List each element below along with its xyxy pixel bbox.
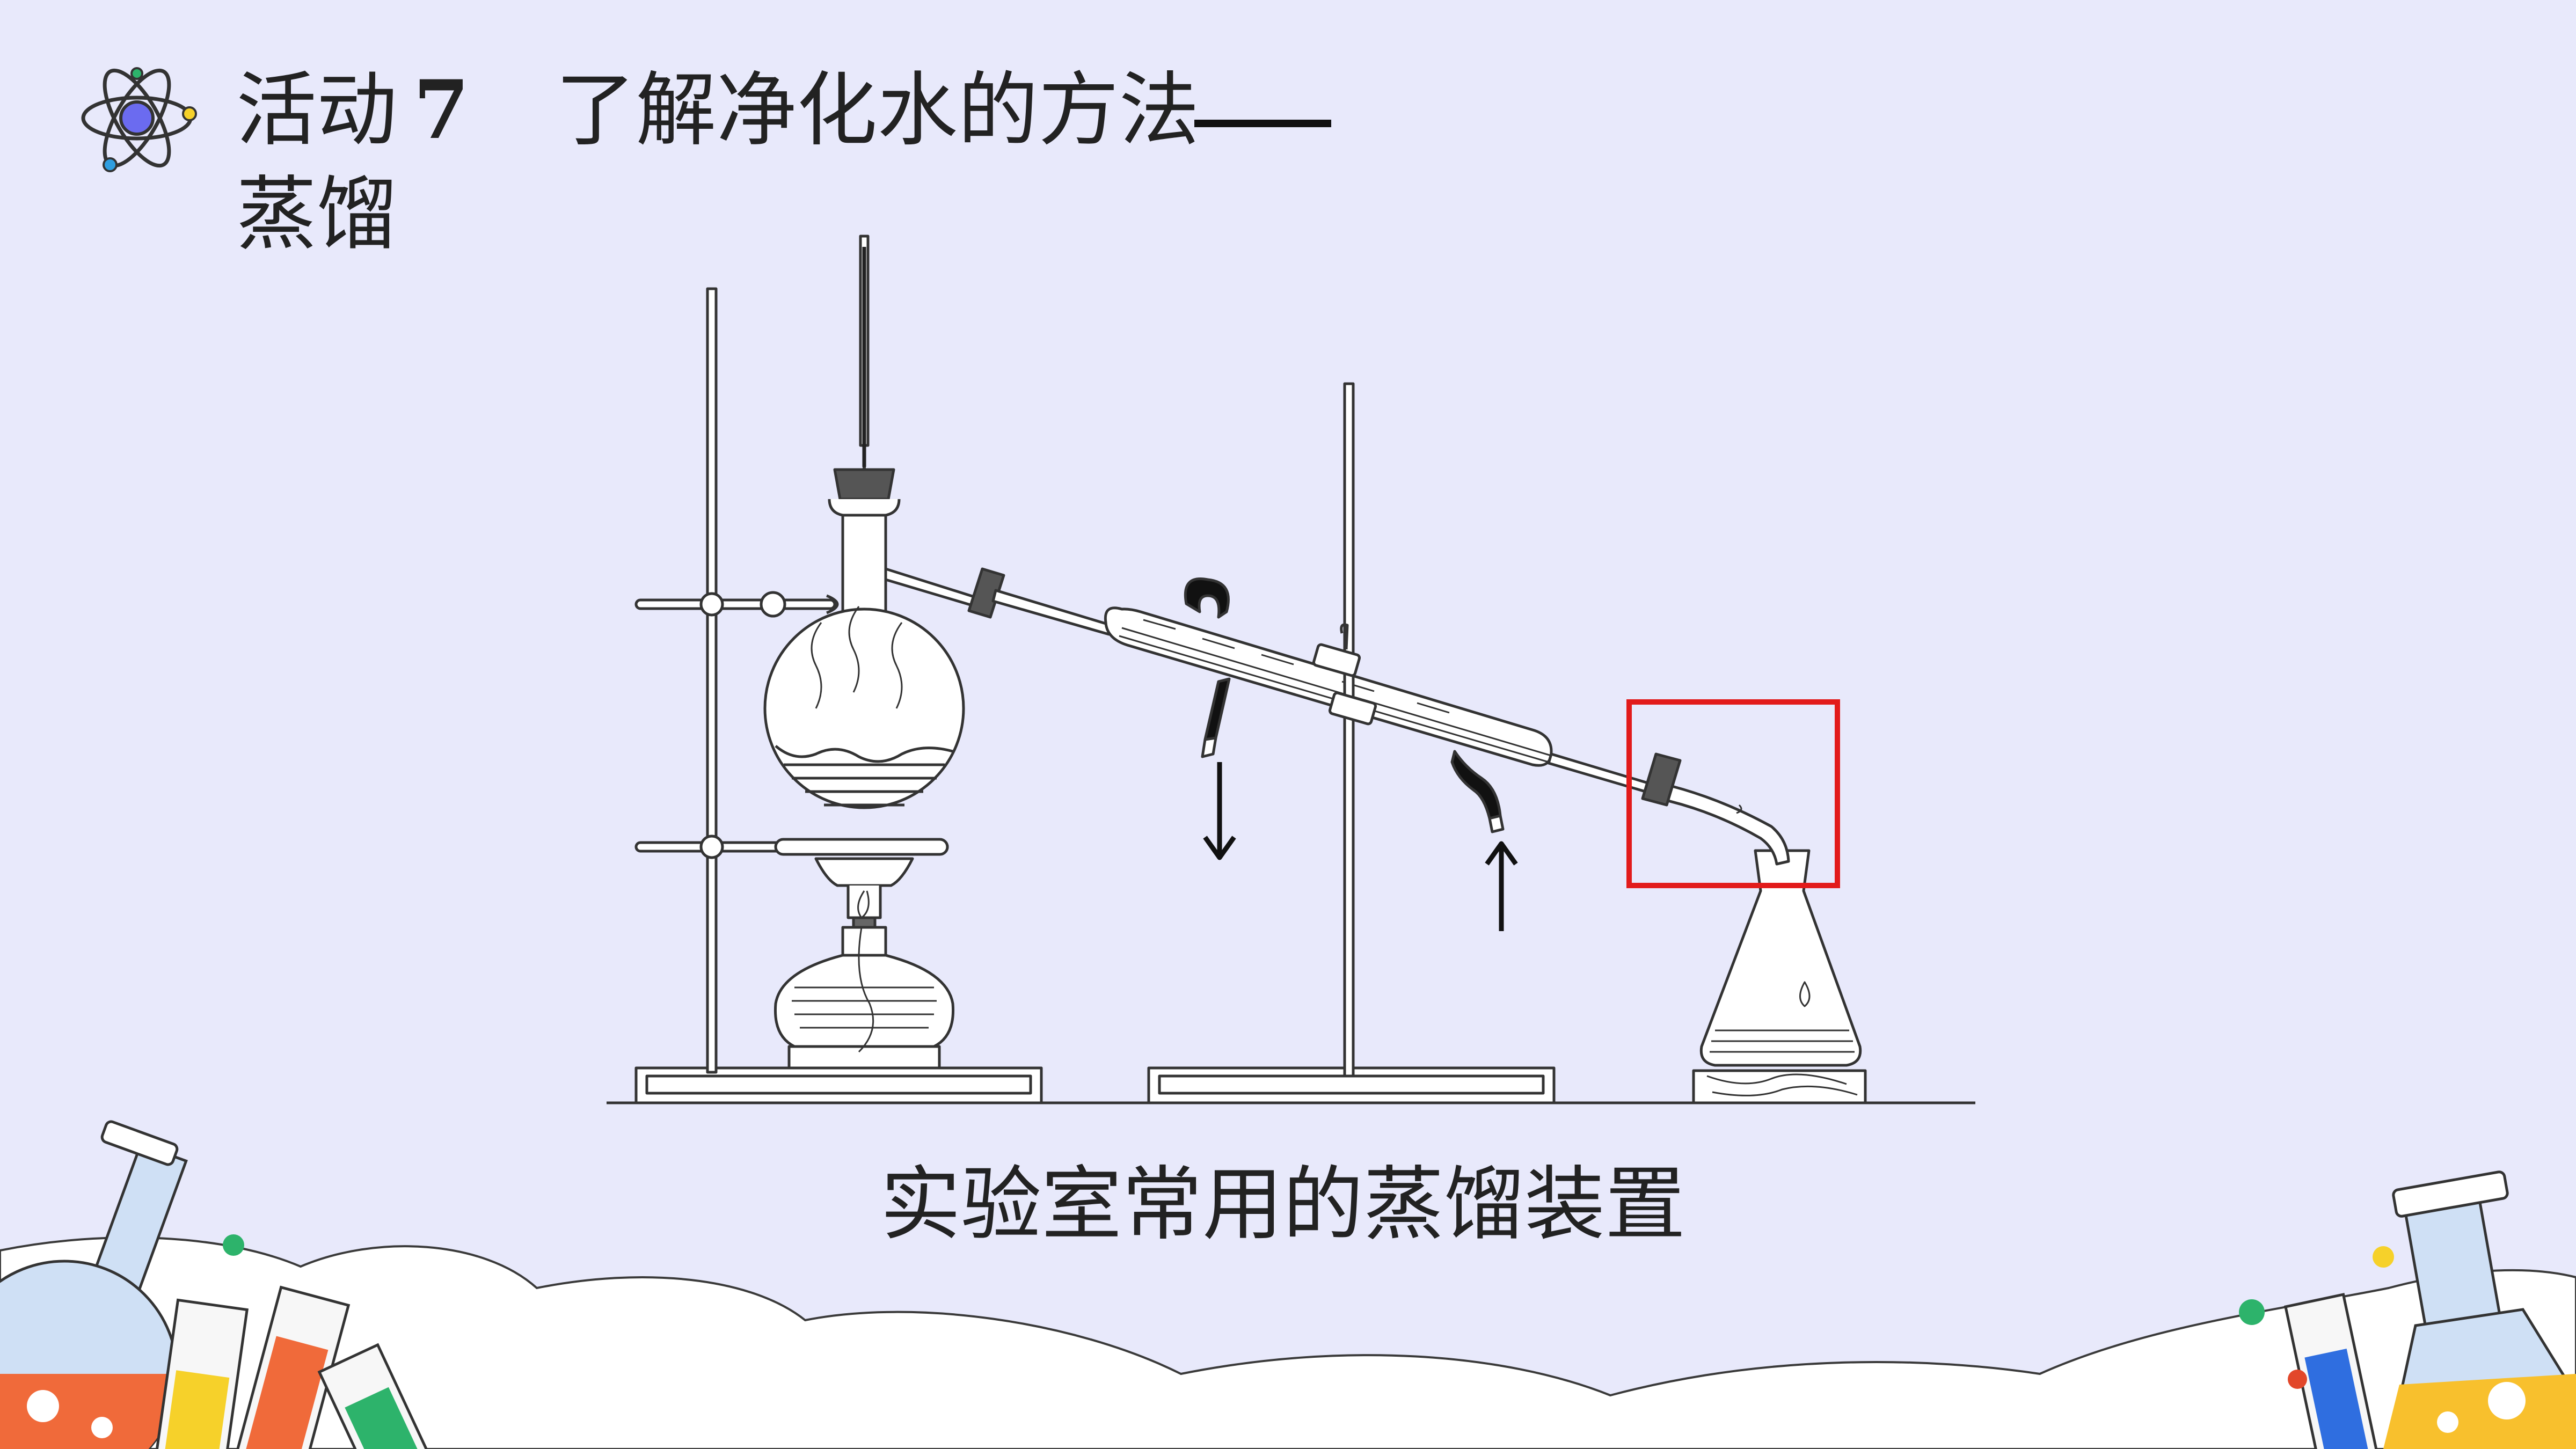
activity-label: 活动 xyxy=(236,64,398,157)
dot-green-left xyxy=(223,1234,244,1256)
highlight-box xyxy=(1626,699,1840,888)
dot-yellow-right xyxy=(2373,1246,2394,1268)
left-iron-stand xyxy=(634,287,1043,1104)
atom-icon xyxy=(81,67,197,172)
dot-green-right xyxy=(2239,1299,2265,1325)
arrow-up-icon xyxy=(1485,841,1518,931)
alcohol-lamp xyxy=(773,857,955,1070)
middle-iron-stand xyxy=(1147,382,1556,1104)
distillation-apparatus-diagram xyxy=(607,235,1975,1104)
right-flask-decoration xyxy=(2383,1170,2576,1449)
dot-red-right xyxy=(2288,1370,2307,1389)
diagram-caption: 实验室常用的蒸馏装置 xyxy=(880,1158,1686,1252)
distillation-flask xyxy=(763,499,989,809)
receiving-flask xyxy=(1641,752,1867,1104)
left-flask-decoration xyxy=(0,1120,188,1449)
cloud-band xyxy=(0,1236,2576,1449)
water-inlet-hose xyxy=(1450,750,1505,833)
title-heading: 了解净化水的方法 xyxy=(555,64,1200,157)
water-outlet-hose xyxy=(1184,577,1231,758)
title-subheading: 蒸馏 xyxy=(236,168,398,261)
condenser-inlet-stopper xyxy=(967,567,1005,619)
right-test-tube-decoration xyxy=(2283,1293,2381,1449)
title-dash xyxy=(1194,120,1331,127)
condenser xyxy=(991,589,1666,798)
left-test-tubes-decoration xyxy=(154,1285,434,1449)
arrow-down-icon xyxy=(1203,762,1236,860)
activity-number: 7 xyxy=(413,63,470,157)
